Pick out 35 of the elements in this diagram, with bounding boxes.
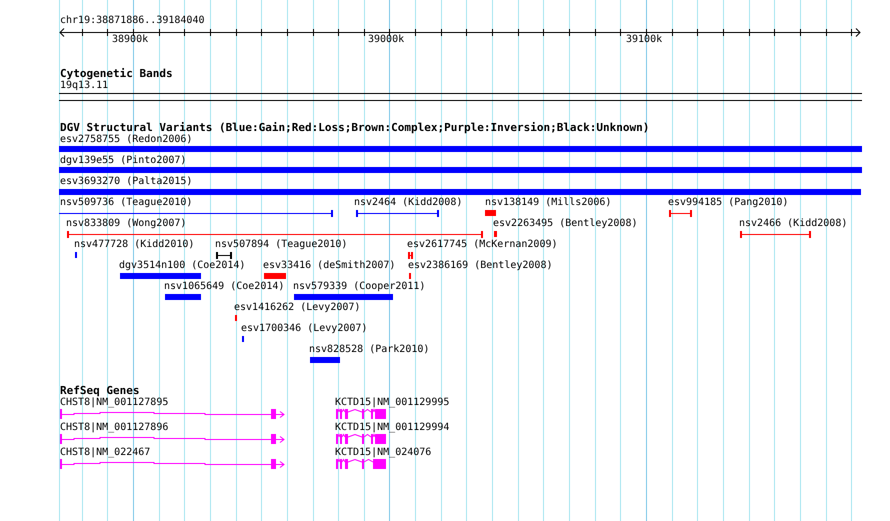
variant-label: nsv509736 (Teague2010) xyxy=(60,197,192,209)
variant-label: nsv477728 (Kidd2010) xyxy=(74,239,194,251)
variant-label: esv33416 (deSmith2007) xyxy=(263,260,396,272)
variant-label: nsv828528 (Park2010) xyxy=(309,344,430,356)
variant-label: esv3693270 (Palta2015) xyxy=(60,176,192,188)
tick-label: 38900k xyxy=(112,34,148,46)
gene-label: CHST8|NM_001127896 xyxy=(60,422,168,434)
variant-label: nsv507894 (Teague2010) xyxy=(215,239,348,251)
tick-label: 39000k xyxy=(368,34,404,46)
gene-label: KCTD15|NM_024076 xyxy=(335,447,432,459)
variant-label: dgv139e55 (Pinto2007) xyxy=(60,155,186,167)
track-title: RefSeq Genes xyxy=(60,385,140,397)
variant-label: esv994185 (Pang2010) xyxy=(668,197,788,209)
gene-label: KCTD15|NM_001129994 xyxy=(335,422,450,434)
gene-label: CHST8|NM_022467 xyxy=(60,447,150,459)
band-label: 19q13.11 xyxy=(60,80,108,92)
gene-label: KCTD15|NM_001129995 xyxy=(335,397,450,409)
track-title: DGV Structural Variants (Blue:Gain;Red:Loss;Brown:Complex;Purple:Inversion;Black:Unknown) xyxy=(60,122,650,134)
variant-label: nsv833809 (Wong2007) xyxy=(66,218,186,230)
variant-label: nsv579339 (Cooper2011) xyxy=(293,281,426,293)
variant-label: esv1416262 (Levy2007) xyxy=(234,302,360,314)
variant-label: nsv2466 (Kidd2008) xyxy=(739,218,848,230)
variant-label: nsv1065649 (Coe2014) xyxy=(164,281,284,293)
variant-label: esv1700346 (Levy2007) xyxy=(241,323,368,335)
variant-label: esv2263495 (Bentley2008) xyxy=(493,218,638,230)
variant-label: nsv2464 (Kidd2008) xyxy=(354,197,462,209)
variant-label: nsv138149 (Mills2006) xyxy=(485,197,612,209)
coordinate-label: chr19:38871886..39184040 xyxy=(60,15,204,27)
gene-label: CHST8|NM_001127895 xyxy=(60,397,168,409)
variant-label: esv2386169 (Bentley2008) xyxy=(408,260,552,272)
variant-label: esv2617745 (McKernan2009) xyxy=(407,239,558,251)
tick-label: 39100k xyxy=(626,34,662,46)
variant-label: dgv3514n100 (Coe2014) xyxy=(119,260,246,272)
variant-label: esv2758755 (Redon2006) xyxy=(60,134,192,146)
track-title: Cytogenetic Bands xyxy=(60,68,173,80)
